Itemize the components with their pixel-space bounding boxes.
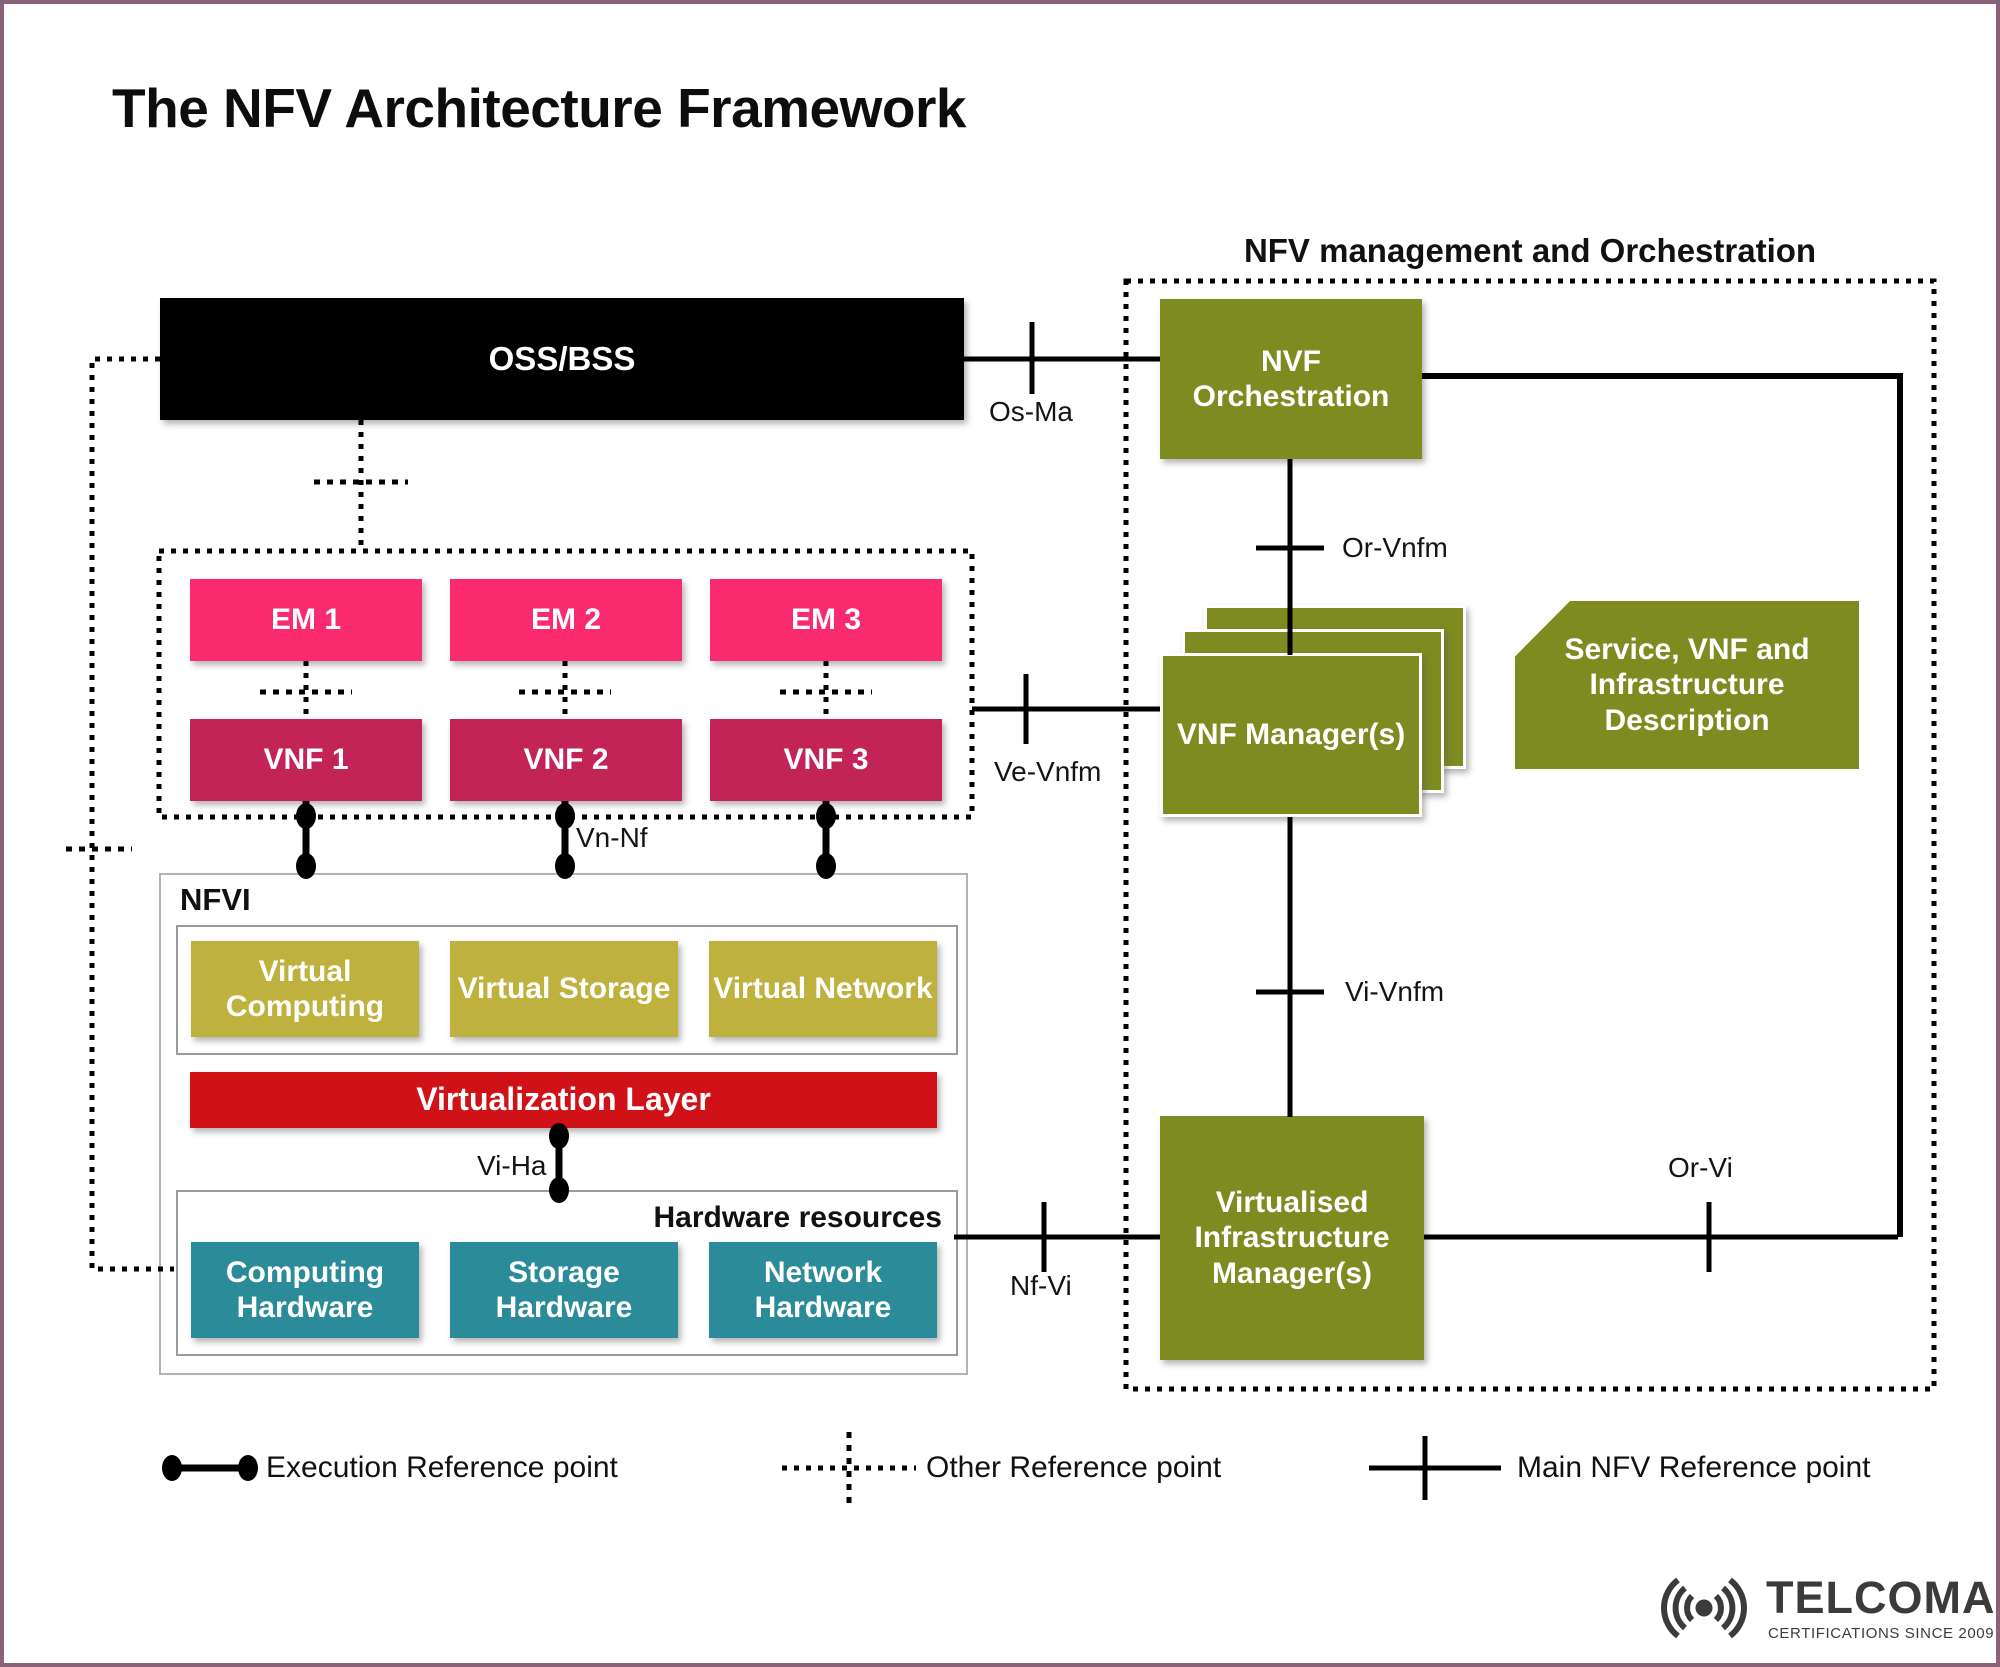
oss-bss-box: OSS/BSS [160,298,964,420]
virtual-network-box: Virtual Network [709,941,937,1037]
ref-vi-ha: Vi-Ha [477,1150,547,1181]
nvf-orchestration-box: NVF Orchestration [1160,299,1422,459]
legend-other-item: Other Reference point [926,1434,1221,1502]
legend-other-label: Other Reference point [926,1451,1222,1484]
orchestrator-vim-corner-line [1422,373,1903,1237]
telcoma-logo-name: TELCOMA [1766,1572,1996,1623]
telcoma-signal-icon [1661,1577,1747,1639]
telcoma-logo-tagline: CERTIFICATIONS SINCE 2009 [1768,1625,1995,1642]
em1-box: EM 1 [190,579,422,661]
ref-nf-vi: Nf-Vi [1010,1270,1072,1301]
ref-os-ma: Os-Ma [989,396,1073,427]
em2-box: EM 2 [450,579,682,661]
vnf-manager-box: VNF Manager(s) [1160,653,1422,817]
vnf3-box: VNF 3 [710,719,942,801]
ref-ve-vnfm: Ve-Vnfm [994,756,1102,787]
page-title: The NFV Architecture Framework [112,77,967,139]
network-hardware-box: Network Hardware [709,1242,937,1338]
ref-vn-nf: Vn-Nf [576,822,648,853]
or-vi-corner-path [1422,373,1903,1237]
nfvi-label: NFVI [180,882,251,917]
legend-execution-label: Execution Reference point [266,1451,618,1484]
computing-hardware-box: Computing Hardware [191,1242,419,1338]
virtual-computing-box: Virtual Computing [191,941,419,1037]
ref-vi-vnfm: Vi-Vnfm [1345,976,1445,1007]
vim-box: Virtualised Infrastructure Manager(s) [1160,1116,1424,1360]
service-vnf-infrastructure-description: Service, VNF and Infrastructure Descript… [1515,601,1859,769]
hardware-resources-label: Hardware resources [653,1201,943,1234]
legend-execution-item: Execution Reference point [266,1434,618,1502]
virtualization-layer-box: Virtualization Layer [190,1072,937,1128]
ref-or-vi: Or-Vi [1668,1152,1733,1183]
vnf2-box: VNF 2 [450,719,682,801]
main-reference-lines [954,322,1898,1500]
virtual-storage-box: Virtual Storage [450,941,678,1037]
em3-box: EM 3 [710,579,942,661]
mano-title: NFV management and Orchestration [1243,232,1817,269]
storage-hardware-box: Storage Hardware [450,1242,678,1338]
legend-main-item: Main NFV Reference point [1517,1434,1871,1502]
legend-main-label: Main NFV Reference point [1517,1451,1871,1484]
vnf1-box: VNF 1 [190,719,422,801]
ref-or-vnfm: Or-Vnfm [1342,532,1448,563]
